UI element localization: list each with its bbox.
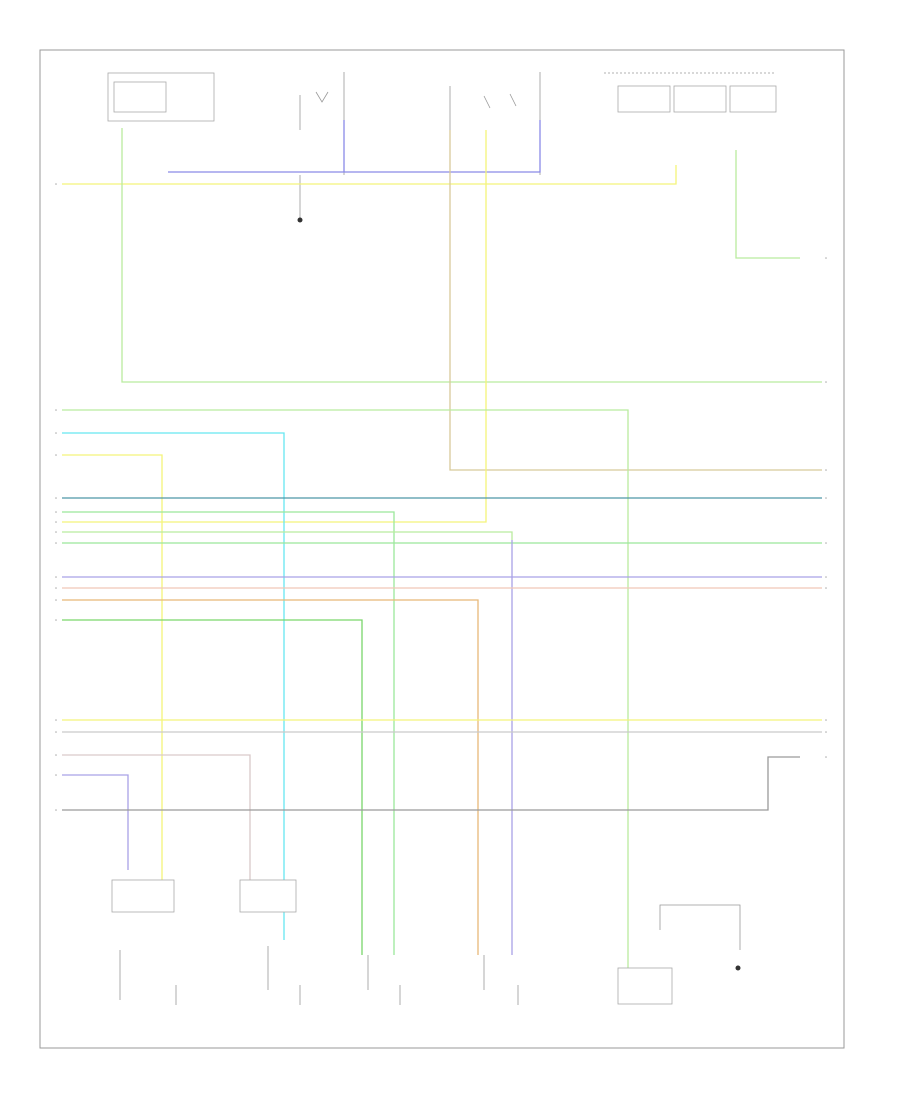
wire-green-module [62, 409, 629, 968]
wire-blue-top [168, 120, 541, 173]
wire-tan [449, 130, 822, 471]
wire-green-right [735, 150, 800, 259]
top-switch-1 [299, 72, 345, 175]
wire-green-short [62, 531, 513, 540]
wire-orange-rl [62, 599, 479, 955]
sensor-front-right [111, 879, 177, 1005]
wire-yellow-fr [62, 454, 163, 890]
wire-yellow-bus [62, 165, 677, 185]
top-switch-2 [449, 72, 541, 175]
edge-markers [55, 183, 827, 811]
wire-bright-green [62, 619, 363, 955]
wire-green-left-loop [121, 128, 822, 383]
wire-green-rr [62, 511, 395, 955]
sensor-rear-left [483, 955, 519, 1005]
wire-gray-fl [62, 754, 251, 890]
wire-violet-fr [62, 774, 129, 870]
ground-bottom [735, 965, 741, 971]
wire-yellow-switch [62, 130, 487, 523]
bottom-right-module [617, 904, 741, 1005]
wire-gray-step [62, 756, 800, 811]
sensor-front-left [239, 879, 301, 1005]
top-left-module [107, 72, 215, 122]
diagram-frame [39, 49, 845, 1049]
top-right-relays [604, 72, 777, 113]
sensor-rear-right [367, 955, 401, 1005]
ground-top [297, 175, 303, 223]
wire-cyan [62, 432, 285, 940]
